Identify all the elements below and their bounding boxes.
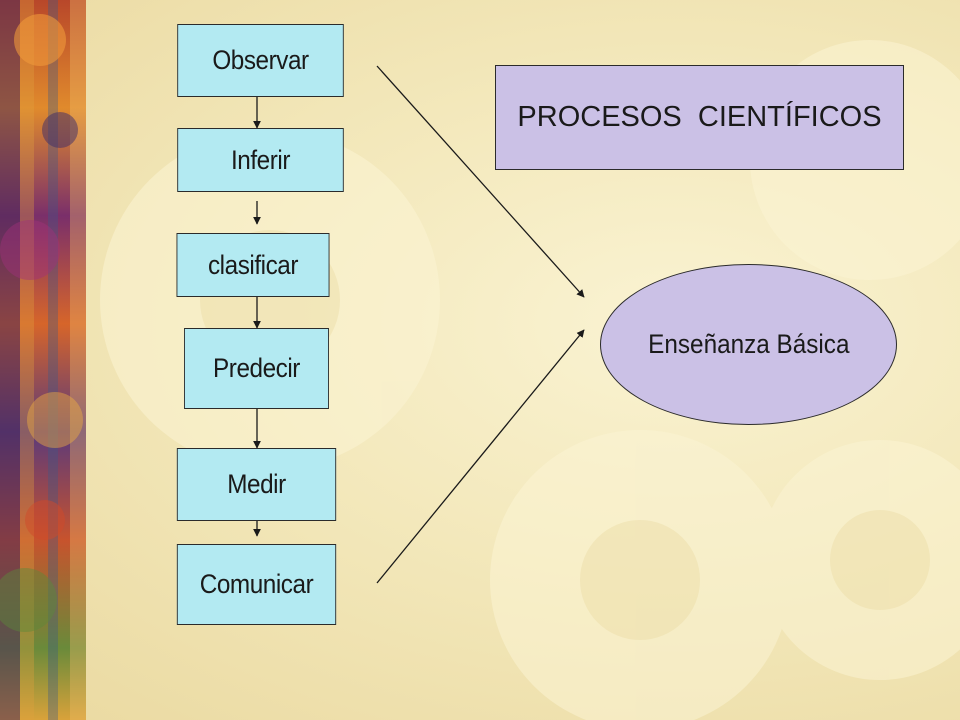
step-box-inferir: Inferir [177, 128, 344, 192]
title-text: PROCESOS CIENTÍFICOS [517, 101, 882, 133]
step-label: Predecir [213, 353, 300, 383]
strip-texture-graphic [0, 0, 86, 720]
target-label: Enseñanza Básica [647, 329, 850, 359]
arrow-top-to-target [376, 65, 585, 298]
target-ellipse: Enseñanza Básica [600, 264, 897, 425]
decorative-side-strip [0, 0, 86, 720]
step-box-predecir: Predecir [184, 328, 329, 409]
arrow-bottom-to-target [376, 329, 585, 584]
step-label: Medir [227, 469, 286, 499]
title-box: PROCESOS CIENTÍFICOS [495, 65, 904, 170]
step-label: Observar [212, 45, 309, 75]
step-box-medir: Medir [176, 448, 337, 521]
step-box-clasificar: clasificar [176, 233, 330, 297]
step-label: Inferir [231, 144, 290, 175]
step-box-observar: Observar [177, 24, 344, 97]
step-box-comunicar: Comunicar [176, 544, 337, 625]
step-label: Comunicar [199, 569, 314, 599]
step-label: clasificar [207, 249, 299, 280]
